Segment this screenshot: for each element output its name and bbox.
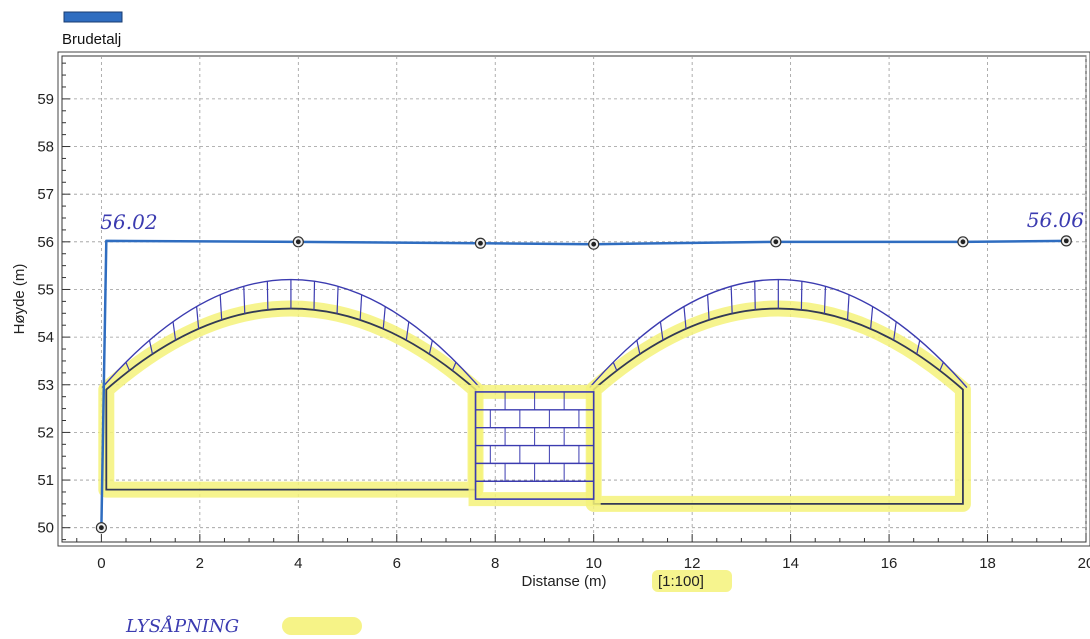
note-highlight — [282, 617, 362, 635]
x-tick-label: 0 — [97, 555, 105, 572]
x-axis-title: Distanse (m) — [521, 573, 606, 590]
legend-swatch — [63, 11, 123, 23]
voussoir-mark — [683, 306, 687, 329]
voussoir-mark — [359, 294, 363, 320]
x-tick-label: 4 — [294, 555, 302, 572]
opening-outline — [105, 307, 477, 491]
voussoir-mark — [706, 294, 710, 320]
voussoir-mark — [382, 306, 386, 329]
y-tick-label: 55 — [37, 281, 54, 298]
voussoir-mark — [451, 361, 457, 371]
plot-area — [61, 55, 1087, 543]
elevation-annotation: 56.02 — [100, 210, 157, 234]
series-point-center — [960, 239, 966, 245]
scale-label-highlight — [652, 570, 732, 592]
voussoir-mark — [636, 340, 641, 355]
voussoir-mark — [428, 340, 433, 355]
voussoir-mark — [172, 321, 177, 341]
x-tick-label: 10 — [585, 555, 602, 572]
voussoir-mark — [730, 286, 733, 314]
voussoir-mark — [846, 294, 850, 320]
voussoir-mark — [196, 306, 200, 329]
y-tick-label: 58 — [37, 139, 54, 156]
voussoir-mark — [659, 321, 664, 341]
series-point-center — [1063, 238, 1069, 244]
voussoir-mark — [219, 294, 223, 320]
x-tick-label: 20 — [1078, 555, 1090, 572]
legend-label: Brudetalj — [62, 31, 121, 48]
x-tick-label: 6 — [393, 555, 401, 572]
series-layer — [95, 235, 1072, 534]
y-axis-title: Høyde (m) — [11, 264, 28, 335]
y-tick-label: 54 — [37, 329, 54, 346]
y-tick-label: 56 — [37, 234, 54, 251]
voussoir-mark — [800, 281, 803, 310]
x-tick-label: 8 — [491, 555, 499, 572]
y-tick-label: 50 — [37, 520, 54, 537]
voussoir-mark — [266, 281, 269, 310]
x-tick-label: 16 — [881, 555, 898, 572]
voussoir-mark — [313, 281, 316, 310]
series-point-center — [773, 239, 779, 245]
y-tick-label: 52 — [37, 424, 54, 441]
series-point-center — [591, 241, 597, 247]
y-axis: 50 51 52 53 54 55 56 57 58 59 — [37, 62, 70, 541]
voussoir-mark — [612, 361, 618, 371]
x-tick-label: 18 — [979, 555, 996, 572]
voussoir-mark — [870, 306, 874, 329]
voussoir-mark — [893, 321, 897, 341]
y-tick-label: 57 — [37, 186, 54, 203]
series-point-center — [98, 525, 104, 531]
plot-outer-border — [57, 51, 1090, 547]
series-line — [100, 239, 1067, 528]
voussoir-mark — [754, 281, 756, 310]
series-point-center — [478, 240, 483, 246]
x-axis: 0 2 4 6 8 10 12 14 16 18 20 — [76, 534, 1090, 572]
x-tick-label: 14 — [782, 555, 799, 572]
handwritten-note: LYSÅPNING — [125, 615, 239, 637]
voussoir-mark — [405, 321, 410, 341]
legend: Brudetalj — [62, 11, 123, 48]
voussoir-mark — [939, 361, 944, 371]
voussoir-mark — [148, 340, 154, 355]
voussoir-mark — [823, 286, 827, 314]
y-tick-label: 53 — [37, 377, 54, 394]
elevation-annotation: 56.06 — [1027, 208, 1085, 232]
scale-label: [1:100] — [658, 573, 704, 590]
x-tick-label: 2 — [196, 555, 204, 572]
voussoir-mark — [243, 286, 246, 314]
voussoir-mark — [336, 286, 339, 314]
hand-sketch — [98, 279, 971, 512]
x-tick-label: 12 — [684, 555, 701, 572]
y-tick-label: 59 — [37, 91, 54, 108]
annotations: 56.02 56.06 — [100, 208, 1084, 234]
opening-outline — [592, 307, 964, 505]
voussoir-mark — [916, 340, 921, 355]
series-point-center — [295, 239, 301, 245]
plot-frame — [57, 51, 1090, 547]
voussoir-mark — [125, 361, 130, 371]
y-tick-label: 51 — [37, 472, 54, 489]
